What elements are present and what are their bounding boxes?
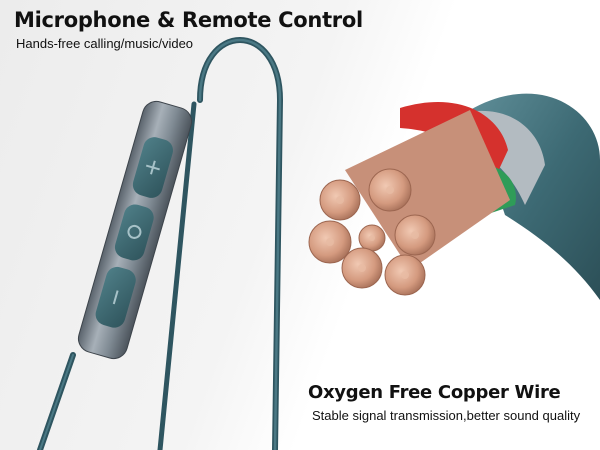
inline-remote bbox=[77, 100, 193, 360]
feature-title: Microphone & Remote Control bbox=[14, 8, 363, 32]
copper-wire-subtitle: Stable signal transmission,better sound … bbox=[312, 408, 581, 423]
play-pause-button[interactable] bbox=[112, 202, 156, 263]
feature-subtitle: Hands-free calling/music/video bbox=[16, 36, 194, 51]
cable-left bbox=[37, 37, 284, 450]
copper-wire-title: Oxygen Free Copper Wire bbox=[308, 382, 561, 403]
copper-cable-illustration bbox=[308, 93, 600, 301]
minus-icon bbox=[112, 290, 119, 305]
circle-icon bbox=[127, 224, 142, 239]
plus-icon bbox=[145, 160, 160, 175]
